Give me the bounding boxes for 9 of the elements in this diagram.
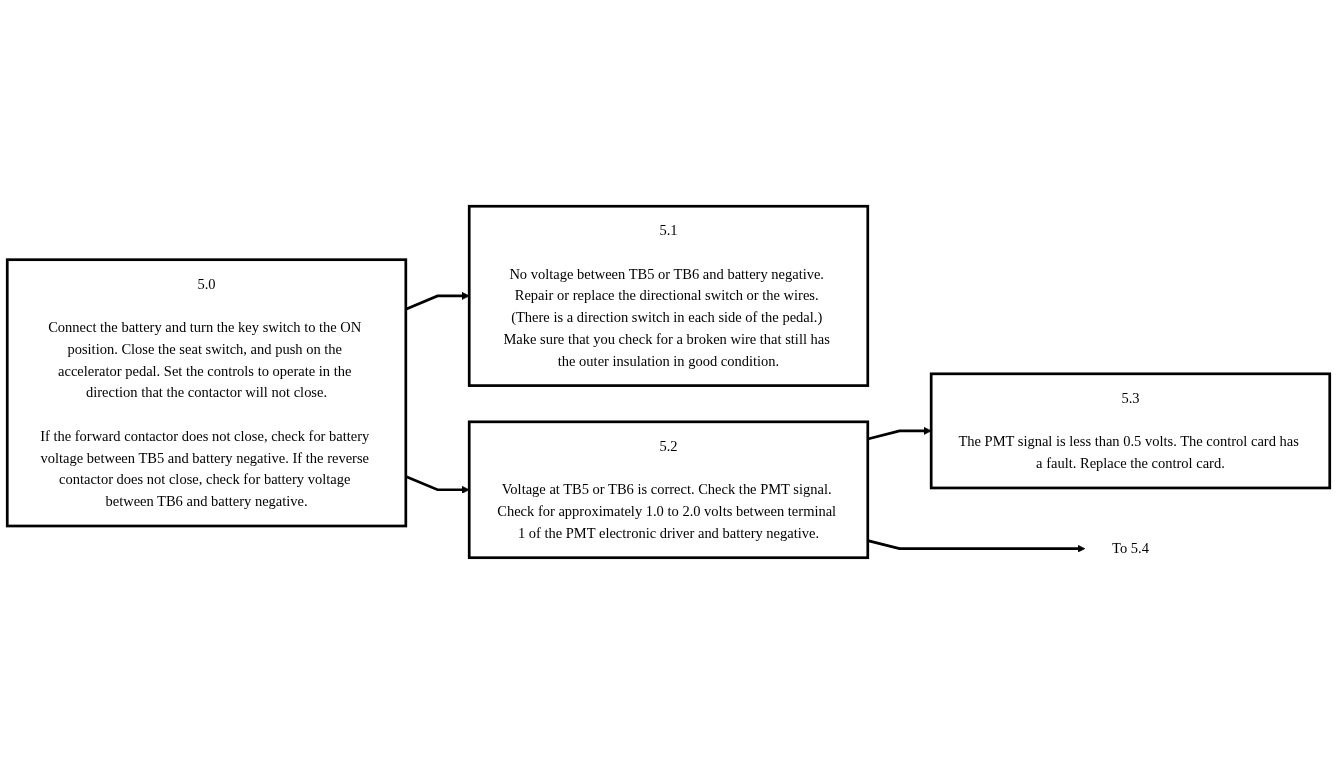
arrow bbox=[867, 539, 1086, 553]
arrow bbox=[405, 475, 470, 494]
node-box: 5.1 No voltage between TB5 or TB6 and battery negative. Repair or replace the directional switch or the wires. (There is a direction switch in each side of the pedal.) Make sure that you check for a broken wire that still has the outer insulation in good condition. bbox=[467, 204, 870, 387]
node-box: 5.0 Connect the battery and turn the key switch to the ON position. Close the seat switch, and push on the accelerator pedal. Set the controls to operate in the direction that the contactor will not close. If the forward contactor does not close, check for battery voltage between TB5 and battery negative. If the reverse contactor does not close, check for battery voltage between TB6 and battery negative. bbox=[5, 258, 408, 528]
node-box: 5.3 The PMT signal is less than 0.5 volts. The control card has a fault. Replace the control card. bbox=[929, 372, 1332, 490]
arrow bbox=[867, 426, 932, 441]
node-box: 5.2 Voltage at TB5 or TB6 is correct. Check the PMT signal. Check for approximately 1.0 to 2.0 volts between terminal 1 of the PMT electronic driver and battery negative. bbox=[467, 420, 870, 559]
node-text: To 5.4 bbox=[1112, 540, 1149, 556]
arrow bbox=[405, 291, 470, 311]
